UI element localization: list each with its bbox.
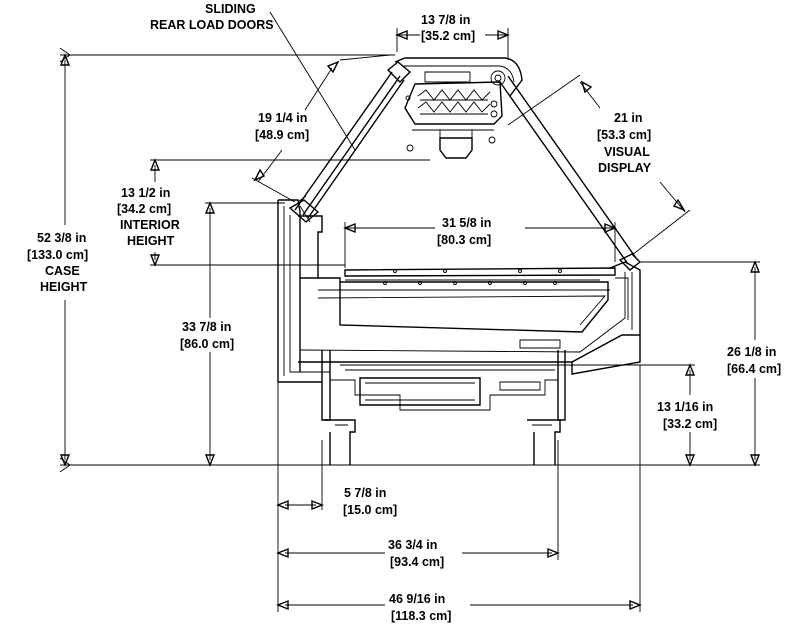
base-height-cm: [33.2 cm]: [663, 417, 717, 431]
visual-line1: VISUAL: [604, 145, 650, 159]
dimension-lines: [59, 11, 761, 612]
base-width-cm: [93.4 cm]: [390, 555, 444, 569]
visual-cm: [53.3 cm]: [597, 128, 651, 142]
deck-in: 31 5/8 in: [442, 216, 491, 230]
dimension-labels: SLIDING REAR LOAD DOORS 13 7/8 in [35.2 …: [27, 2, 781, 623]
overall-width-cm: [118.3 cm]: [391, 609, 451, 623]
case-line1: CASE: [45, 264, 80, 278]
visual-in: 21 in: [614, 111, 643, 125]
overall-width-in: 46 9/16 in: [389, 592, 445, 606]
interior-line2: HEIGHT: [127, 234, 175, 248]
top-width-cm: [35.2 cm]: [421, 29, 475, 43]
interior-cm: [34.2 cm]: [117, 202, 171, 216]
base-height-in: 13 1/16 in: [657, 400, 713, 414]
glass-and-canopy: [288, 57, 642, 271]
case-in: 52 3/8 in: [37, 231, 86, 245]
overhang-in: 5 7/8 in: [344, 486, 386, 500]
door-length-cm: [48.9 cm]: [255, 128, 309, 142]
case-line2: HEIGHT: [40, 280, 88, 294]
overhang-cm: [15.0 cm]: [343, 503, 397, 517]
doors-label-line2: REAR LOAD DOORS: [150, 18, 274, 32]
base-width-in: 36 3/4 in: [388, 538, 437, 552]
rear-height-in: 33 7/8 in: [182, 320, 231, 334]
doors-label-line1: SLIDING: [205, 2, 256, 16]
front-height-in: 26 1/8 in: [727, 345, 776, 359]
top-width-in: 13 7/8 in: [421, 13, 470, 27]
visual-line2: DISPLAY: [598, 161, 652, 175]
door-length-in: 19 1/4 in: [258, 111, 307, 125]
front-height-cm: [66.4 cm]: [727, 362, 781, 376]
interior-in: 13 1/2 in: [121, 186, 170, 200]
deck-cm: [80.3 cm]: [437, 233, 491, 247]
case-body: [277, 199, 641, 465]
rear-height-cm: [86.0 cm]: [180, 337, 234, 351]
case-cm: [133.0 cm]: [27, 248, 88, 262]
interior-line1: INTERIOR: [120, 218, 180, 232]
